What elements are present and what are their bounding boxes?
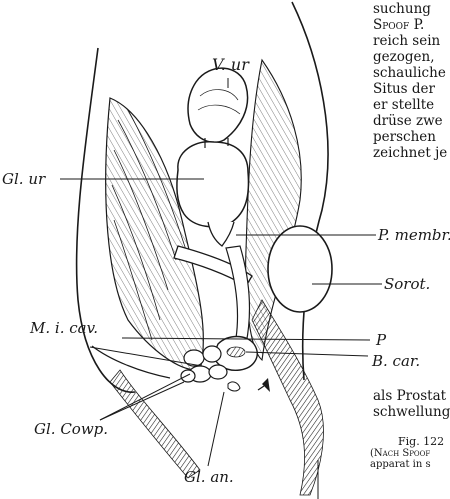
figure-caption-line: apparat in s (370, 459, 431, 470)
body-text-line: drüse zwe (373, 113, 443, 129)
dark-band-right (252, 300, 323, 495)
right-muscle-mass (246, 60, 302, 360)
left-muscle-mass (106, 98, 204, 370)
body-text-line: perschen (373, 129, 436, 145)
label-m-i-cav: M. i. cav. (29, 319, 98, 337)
label-gl-ur: Gl. ur (2, 170, 46, 188)
anal-gland-mark (228, 382, 240, 391)
scrotum (268, 226, 332, 312)
body-text-line: schwellung (373, 404, 450, 420)
body-text-line: er stellte (373, 97, 434, 113)
prostate-gland (177, 142, 249, 227)
body-text-line: zeichnet je (373, 145, 447, 161)
body-text-line: gezogen, (373, 49, 435, 65)
figure-caption-line: Fig. 122 (398, 436, 444, 447)
label-v-ur: V. ur (212, 55, 250, 74)
body-text-line: als Prostat (373, 388, 446, 404)
label-b-car: B. car. (371, 352, 420, 370)
body-text-line: Situs der (373, 81, 435, 97)
body-text-line: Spoof P. (373, 17, 424, 33)
body-text-line: schauliche (373, 65, 446, 81)
body-text-line: reich sein (373, 33, 440, 49)
dark-band-left (110, 370, 200, 478)
figure-caption-line: (Nach Spoof (370, 448, 430, 459)
body-text-line: suchung (373, 1, 431, 17)
label-gl-cowp: Gl. Cowp. (34, 420, 108, 438)
label-sorot: Sorot. (384, 275, 430, 293)
label-p: P (375, 331, 387, 349)
label-p-membr: P. membr. (377, 226, 450, 244)
label-gl-an: Gl. an. (184, 468, 234, 486)
urethra-membranous (208, 222, 234, 246)
